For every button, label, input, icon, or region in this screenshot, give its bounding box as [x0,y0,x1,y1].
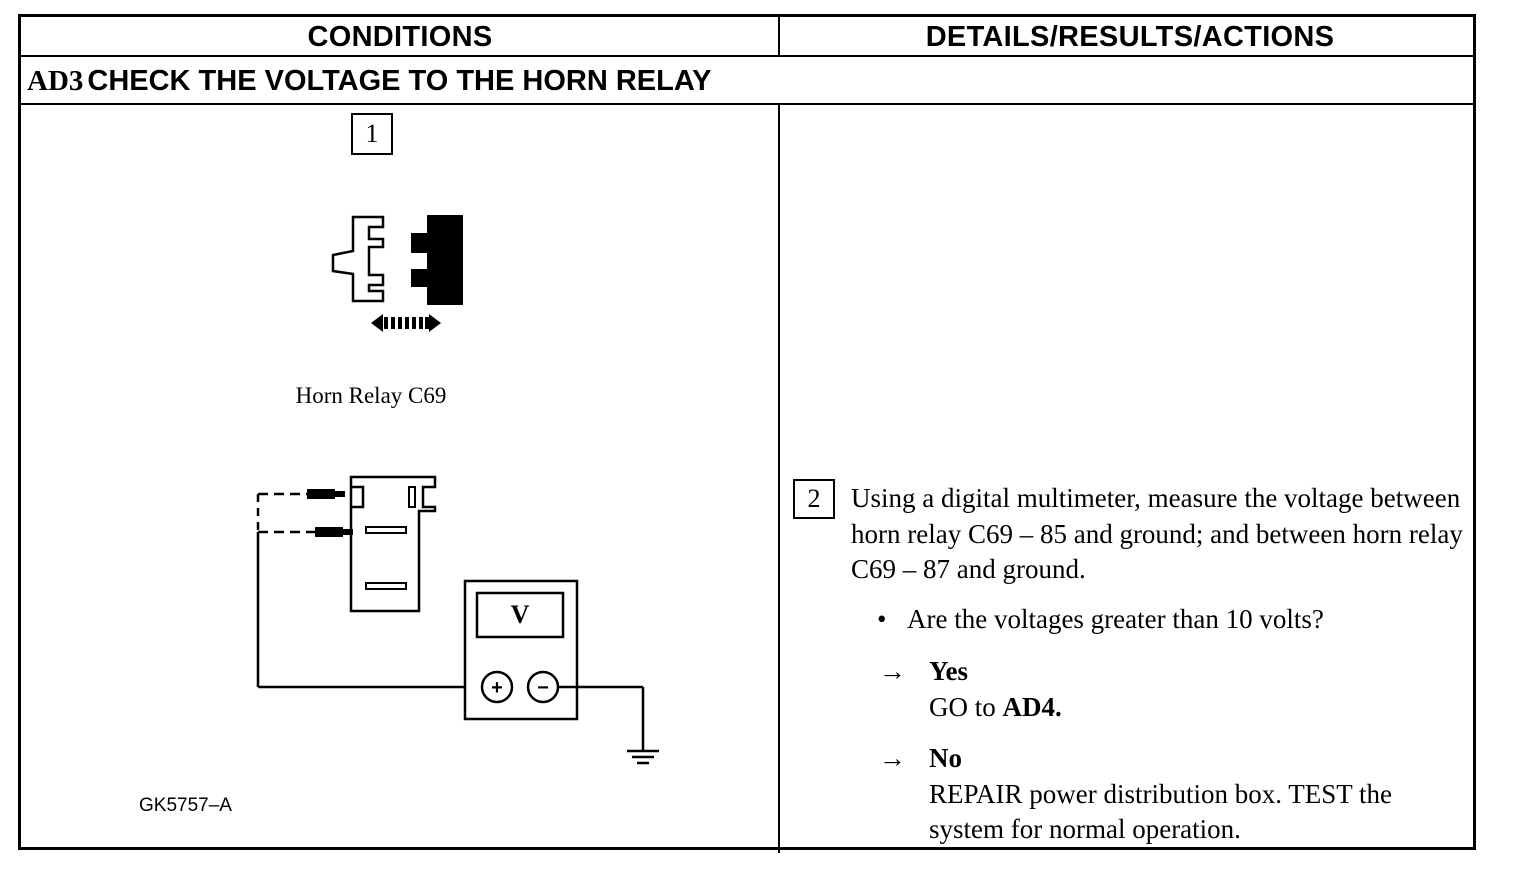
arrow-icon: → [879,743,906,773]
question: • Are the voltages greater than 10 volts? [877,604,1324,635]
relay-label: Horn Relay C69 [295,383,447,408]
result-yes: → Yes GO to AD4. [879,654,1062,725]
question-text: Are the voltages greater than 10 volts? [907,604,1324,634]
header-rule [21,55,1473,57]
instruction-text: Using a digital multimeter, measure the … [851,483,1463,584]
step-id: AD3 [27,65,84,97]
probe-leads [256,489,479,689]
title-rule [21,103,1473,105]
details-header: DETAILS/RESULTS/ACTIONS [925,21,1335,53]
conditions-header: CONDITIONS [307,21,493,53]
relay-diagram: V + − [256,215,659,765]
yes-target: AD4 [1002,691,1056,722]
meter-label: V [511,600,530,629]
ground-symbol-icon [558,685,659,765]
plus-terminal: + [491,677,503,699]
minus-terminal: − [537,677,549,699]
yes-label: Yes [929,656,968,686]
arrow-icon: → [879,656,906,686]
relay-body-icon [349,475,437,613]
no-text: REPAIR power distribution box. TEST the … [929,778,1393,845]
multimeter-icon: V + − [463,579,579,721]
connector-disconnect-icon [331,215,463,332]
step-title-text: CHECK THE VOLTAGE TO THE HORN RELAY [87,65,712,97]
figure-id: GK5757–A [139,795,232,816]
column-divider [778,105,780,853]
yes-prefix: GO to [929,691,1003,722]
bullet: • [877,604,887,634]
action-number: 2 [793,479,835,519]
figure-number: 1 [351,113,393,155]
no-label: No [929,743,962,773]
header-divider [778,17,780,57]
yes-suffix: . [1055,691,1062,722]
result-no: → No REPAIR power distribution box. TEST… [879,741,1479,848]
